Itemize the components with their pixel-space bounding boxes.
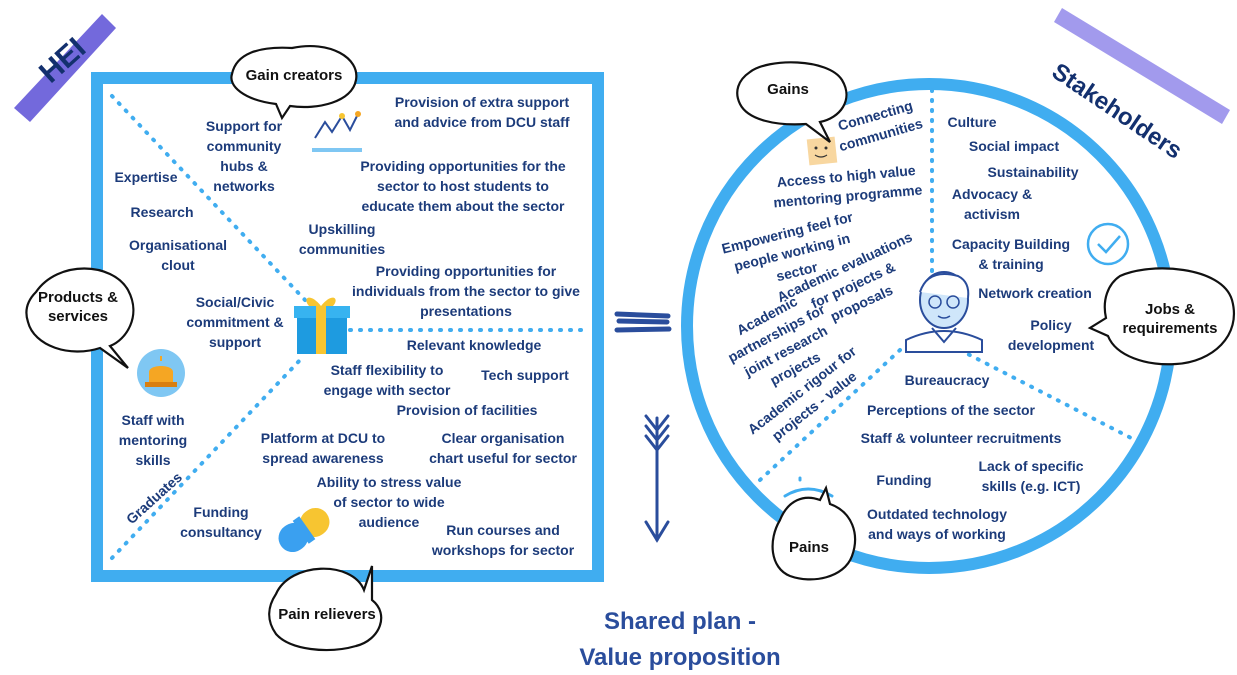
chart-icon xyxy=(312,111,362,152)
jobs-item: Capacity Building & training xyxy=(951,236,1071,272)
hei-item: Providing opportunities for individuals … xyxy=(352,263,580,319)
jobs-item: Policy development xyxy=(1007,317,1095,353)
pain-relievers-bubble-label: Pain relievers xyxy=(278,606,376,623)
hei-item: Upskilling communities xyxy=(298,221,386,257)
hei-item: Organisational clout xyxy=(128,237,228,273)
down-arrow-icon xyxy=(644,414,670,543)
hei-item: Tech support xyxy=(481,367,569,383)
hei-item: Expertise xyxy=(114,169,178,185)
hei-item: Staff flexibility to engage with sector xyxy=(323,362,451,398)
jobs-item: Advocacy & activism xyxy=(951,186,1033,222)
pains-bubble-label: Pains xyxy=(788,539,830,556)
pains-bubble xyxy=(771,484,857,581)
pains-item: Lack of specific skills (e.g. ICT) xyxy=(978,458,1084,494)
stakeholders-divider-bottom-right xyxy=(958,348,1137,442)
hei-item: Social/Civic commitment & support xyxy=(186,294,284,350)
gains-bubble xyxy=(736,61,848,143)
pain-relievers-bubble xyxy=(268,565,383,652)
hei-item: Run courses and workshops for sector xyxy=(431,522,575,558)
gains-bubble-label: Gains xyxy=(767,81,809,98)
jobs-item: Sustainability xyxy=(987,164,1079,180)
jobs-item: Social impact xyxy=(968,138,1060,154)
products-services-bubble xyxy=(25,267,135,369)
hei-item: Ability to stress value of sector to wid… xyxy=(316,474,462,530)
bell-icon xyxy=(137,349,185,397)
hei-item: Research xyxy=(130,204,194,220)
person-avatar-icon xyxy=(905,271,983,353)
hei-item: Providing opportunities for the sector t… xyxy=(360,158,566,214)
equals-sign xyxy=(614,311,672,333)
jobs-bubble xyxy=(1087,267,1235,366)
hei-item: Funding consultancy xyxy=(180,504,262,540)
hei-item: Staff with mentoring skills xyxy=(118,412,188,468)
pains-item: Funding xyxy=(876,472,932,488)
hei-item: Support for community hubs & networks xyxy=(205,118,283,194)
hei-item: Relevant knowledge xyxy=(406,337,542,353)
hei-item: Platform at DCU to spread awareness xyxy=(260,430,386,466)
jobs-item: Network creation xyxy=(978,285,1092,301)
pains-item: Outdated technology and ways of working xyxy=(867,506,1007,542)
jobs-item: Culture xyxy=(947,114,997,130)
diagram-title-line-1: Shared plan - xyxy=(603,608,757,635)
sticky-note-icon xyxy=(806,136,838,166)
jobs-bubble-label: Jobs & requirements xyxy=(1122,301,1218,337)
pains-item: Bureaucracy xyxy=(904,372,990,388)
stakeholders-divider-bottom-left xyxy=(758,348,902,482)
gift-icon xyxy=(294,297,350,354)
diagram-title-line-2: Value proposition xyxy=(579,644,781,671)
stakeholders-brush-stroke xyxy=(1054,8,1230,124)
pains-item: Perceptions of the sector xyxy=(866,402,1036,418)
hei-item: Provision of facilities xyxy=(396,402,538,418)
hei-divider-top-left xyxy=(110,94,307,302)
gain-creators-bubble-label: Gain creators xyxy=(245,67,343,84)
pill-icon xyxy=(278,507,330,553)
check-circle-icon xyxy=(1086,222,1130,266)
pains-item: Staff & volunteer recruitments xyxy=(860,430,1062,446)
hei-item: Clear organisation chart useful for sect… xyxy=(429,430,577,466)
hei-item: Provision of extra support and advice fr… xyxy=(394,94,570,130)
products-services-bubble-label: Products & services xyxy=(37,289,118,325)
hei-brush-stroke xyxy=(14,14,116,122)
gain-creators-bubble xyxy=(230,45,358,121)
